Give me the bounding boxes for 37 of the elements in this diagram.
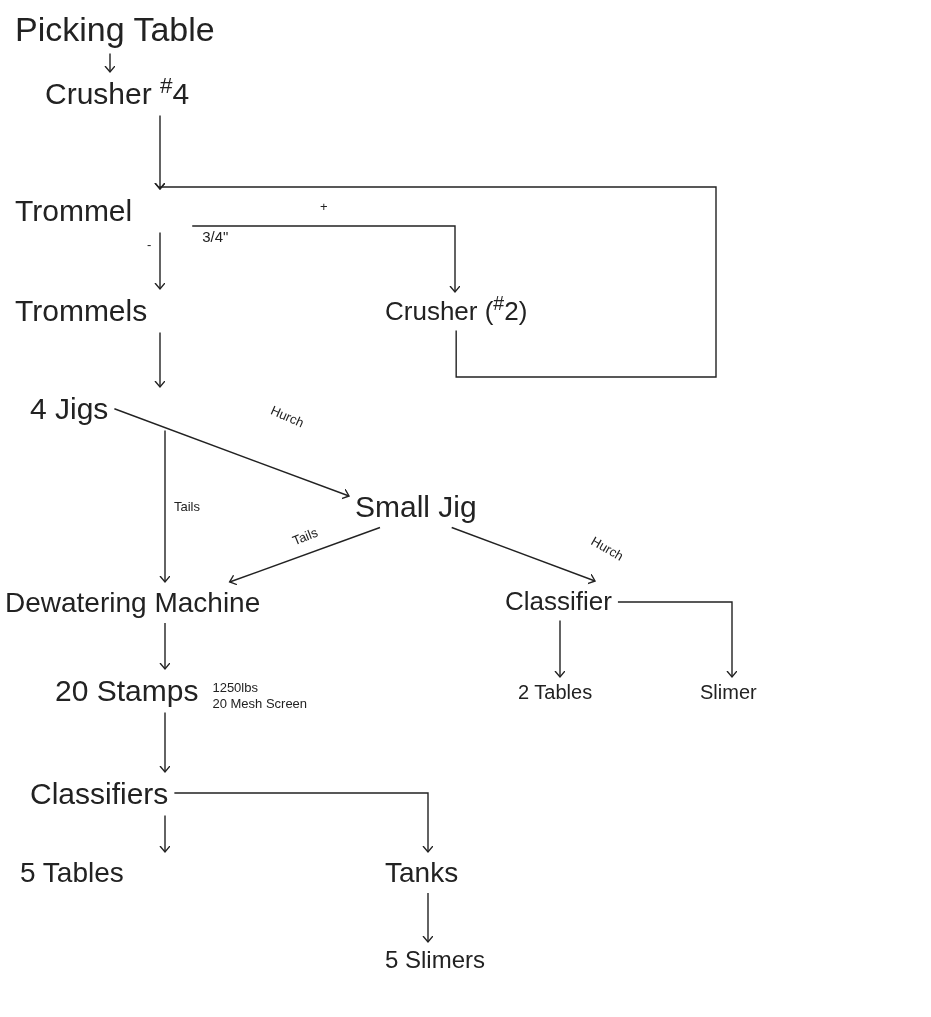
flow-arrow [159,814,171,853]
edge-label: Tails [172,500,202,513]
process-step-label: Picking Table [15,9,215,50]
process-step-label: 4 Jigs [30,391,109,427]
spec-note: 3/4" [202,228,229,247]
flow-arrow [159,429,171,583]
process-step-label: Slimer [700,680,757,705]
flow-arrow [228,526,381,586]
process-step-label: 20 Stamps [55,673,199,709]
flow-arrow [422,892,434,943]
process-step-label: Dewatering Machine [5,586,261,620]
process-step-label: Crusher ($^{#}$2) [385,295,528,328]
flow-arrow [451,526,596,585]
flow-arrow [173,792,434,853]
flow-arrow [154,331,166,388]
flow-arrow [154,182,717,378]
process-step-label: Tanks [385,856,459,890]
process-step-label: Small Jig [355,489,477,525]
process-step-label: Trommel [15,193,133,229]
process-step-label: Classifier [505,585,612,618]
flow-arrow [113,408,350,500]
flow-arrow [104,52,116,73]
edge-label: + [318,200,330,213]
flow-arrow [554,619,566,678]
process-step-label: Classifiers [30,776,169,812]
flow-arrow [154,231,166,290]
flow-arrow [617,601,738,678]
spec-note: 1250lbs [212,680,259,697]
process-step-label: 5 Slimers [385,945,486,975]
flow-arrow [159,711,171,773]
flow-arrow [191,225,461,293]
flow-arrow [159,622,171,670]
process-step-label: 5 Tables [20,856,124,890]
process-step-label: Crusher $^{#}$4 [45,75,190,112]
process-step-label: 2 Tables [518,680,593,705]
spec-note: 20 Mesh Screen [212,696,308,713]
process-step-label: Trommels [15,293,148,329]
